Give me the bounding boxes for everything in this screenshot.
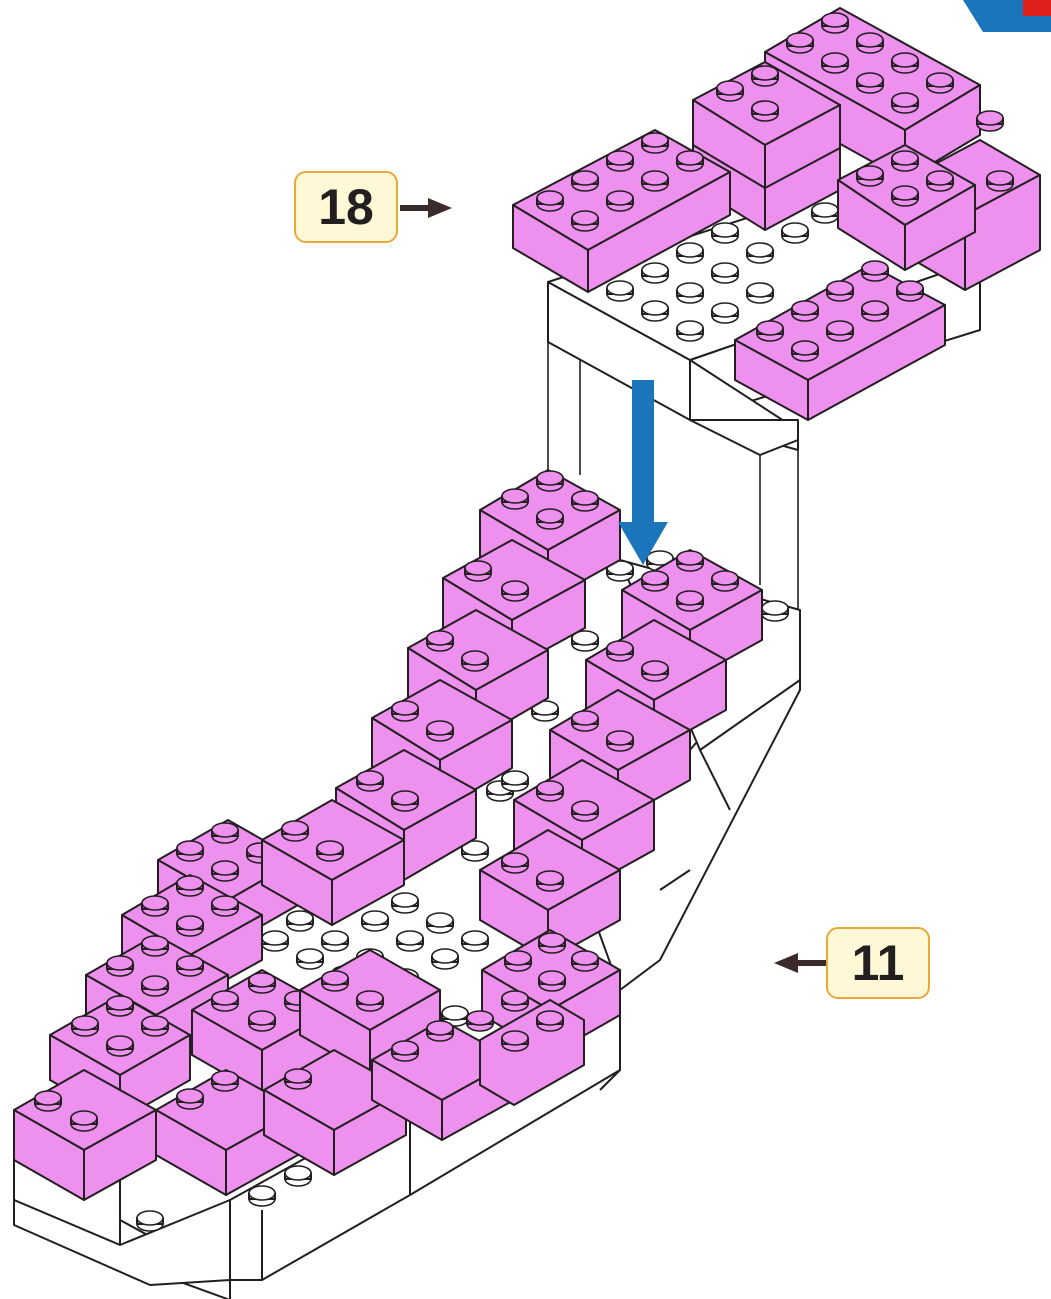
down-arrow-icon [618, 380, 668, 565]
part-count-label: 11 [852, 938, 905, 988]
part-count-callout-top: 18 [294, 171, 398, 243]
lower-subassembly [14, 470, 800, 1299]
corner-badge [963, 0, 1051, 32]
part-count-label: 18 [318, 182, 374, 232]
part-count-callout-bottom: 11 [826, 927, 930, 999]
left-arrow-icon [774, 953, 826, 973]
right-arrow-icon [400, 198, 452, 218]
